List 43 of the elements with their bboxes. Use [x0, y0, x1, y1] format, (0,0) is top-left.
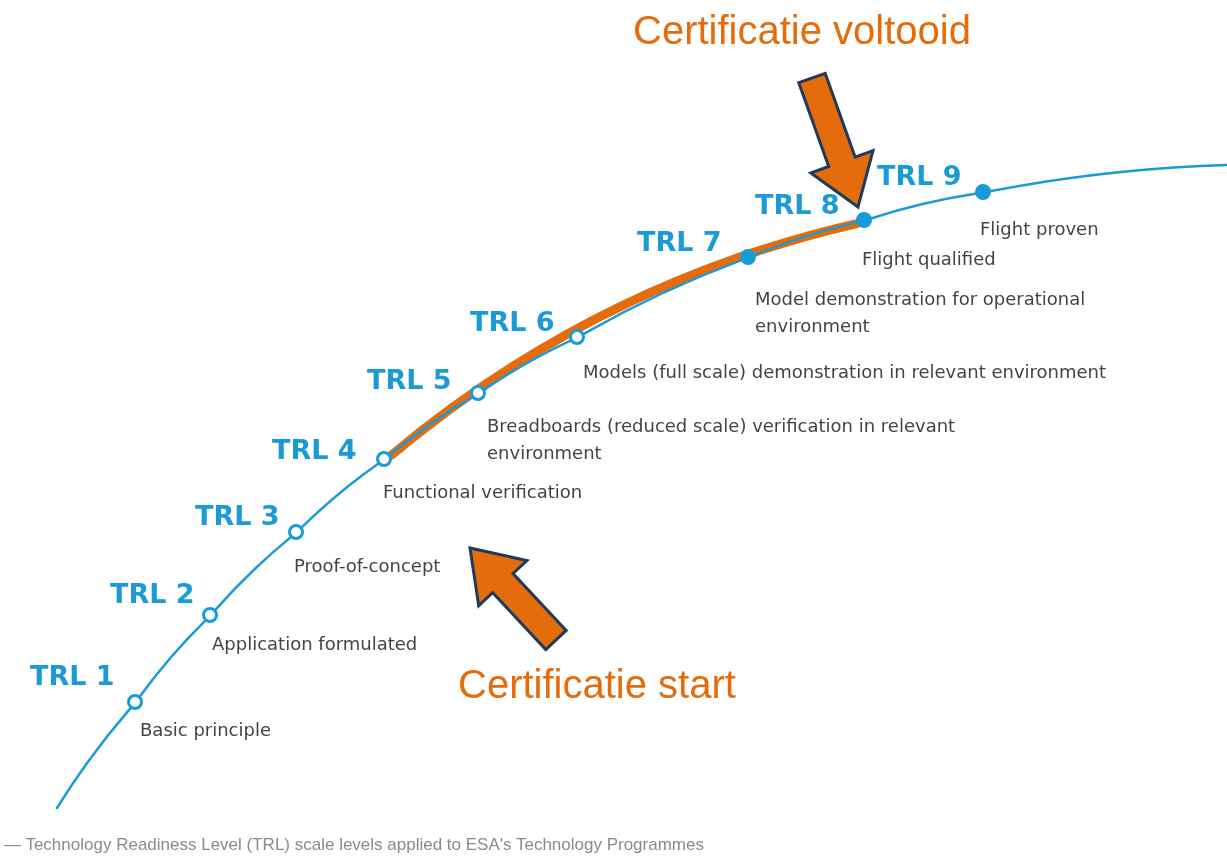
- highlight-line: [386, 219, 862, 460]
- curve-line: [300, 462, 380, 529]
- level-marker: [740, 249, 756, 265]
- level-marker: [376, 451, 392, 467]
- curve-line: [582, 259, 743, 335]
- level-marker: [569, 329, 585, 345]
- level-marker: [202, 607, 218, 623]
- level-description: Breadboards (reduced scale) verification in relevant environment: [487, 414, 957, 465]
- caption: — Technology Readiness Level (TRL) scale levels applied to ESA's Technology Programmes: [4, 835, 704, 855]
- level-description: Functional verification: [383, 480, 583, 504]
- curve-line: [55, 707, 132, 810]
- level-label: TRL 2: [110, 578, 195, 609]
- level-label: TRL 1: [30, 660, 115, 691]
- block-arrow: [796, 71, 876, 210]
- level-marker: [127, 694, 143, 710]
- curve-line: [214, 536, 292, 611]
- level-description: Proof-of-concept: [294, 554, 441, 578]
- level-description: Application formulated: [212, 632, 418, 656]
- level-label: TRL 9: [877, 160, 962, 191]
- curve-line: [989, 163, 1227, 193]
- curve-line: [389, 396, 473, 456]
- level-description: Models (full scale) demonstration in relevant environment: [583, 360, 1107, 384]
- level-description: Basic principle: [140, 718, 271, 742]
- level-label: TRL 7: [637, 226, 722, 257]
- callout-text: Certificatie start: [458, 662, 736, 707]
- curve-line: [138, 619, 207, 698]
- level-label: TRL 3: [195, 500, 280, 531]
- level-description: Flight qualified: [862, 247, 996, 271]
- callout-text: Certificatie voltooid: [633, 8, 971, 53]
- level-marker: [288, 524, 304, 540]
- curve-line: [870, 192, 977, 220]
- level-label: TRL 6: [470, 306, 555, 337]
- curve-line: [483, 339, 572, 391]
- level-marker: [856, 212, 872, 228]
- level-description: Model demonstration for operational environment: [755, 287, 1087, 338]
- level-marker: [975, 184, 991, 200]
- level-label: TRL 5: [367, 364, 452, 395]
- level-marker: [470, 385, 486, 401]
- level-description: Flight proven: [980, 217, 1099, 241]
- level-label: TRL 4: [272, 434, 357, 465]
- level-label: TRL 8: [755, 189, 840, 220]
- curve-line: [754, 221, 858, 256]
- block-arrow: [468, 546, 569, 652]
